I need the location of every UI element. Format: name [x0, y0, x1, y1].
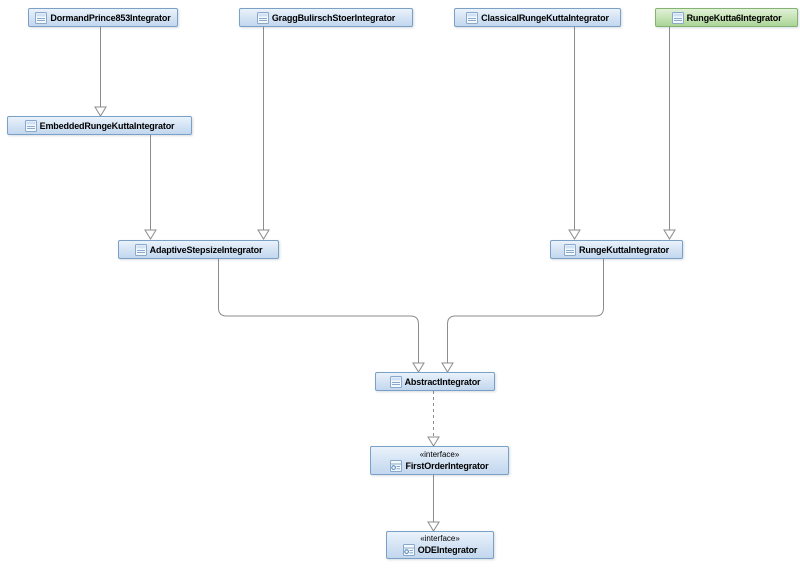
class-name-label: RungeKuttaIntegrator — [579, 244, 669, 255]
class-name-label: GraggBulirschStoerIntegrator — [271, 12, 396, 23]
class-name-label: DormandPrince853Integrator — [50, 12, 171, 23]
edge-rk-to-abstract[interactable] — [441, 259, 604, 373]
class-name-label: ClassicalRungeKuttaIntegrator — [481, 12, 609, 23]
class-name-label: AbstractIntegrator — [404, 376, 481, 387]
edge-classical-to-rk[interactable] — [568, 27, 581, 240]
generalization-arrowhead — [427, 521, 440, 532]
class-icon — [671, 11, 684, 24]
generalization-arrowhead — [568, 229, 581, 240]
class-node-abstract-integrator[interactable]: AbstractIntegrator — [375, 372, 495, 391]
generalization-arrowhead — [257, 229, 270, 240]
edge-embedded-to-adaptive[interactable] — [144, 135, 157, 240]
class-icon — [24, 119, 37, 132]
class-icon — [134, 243, 147, 256]
generalization-arrowhead — [144, 229, 157, 240]
interface-stereotype-label: «interface» — [420, 534, 460, 543]
realization-arrowhead — [427, 436, 440, 447]
class-icon — [564, 243, 576, 256]
class-icon — [466, 11, 479, 24]
class-node-gragg-bulirsch-stoer-integrator[interactable]: GraggBulirschStoerIntegrator — [239, 8, 413, 27]
edge-firstorder-to-ode[interactable] — [427, 475, 440, 532]
class-node-classical-runge-kutta-integrator[interactable]: ClassicalRungeKuttaIntegrator — [454, 8, 621, 27]
class-name-label: AdaptiveStepsizeIntegrator — [149, 244, 263, 255]
class-node-embedded-runge-kutta-integrator[interactable]: EmbeddedRungeKuttaIntegrator — [7, 116, 192, 135]
interface-icon — [402, 544, 415, 556]
class-node-dormand-prince853-integrator[interactable]: DormandPrince853Integrator — [28, 8, 178, 27]
class-icon — [256, 11, 269, 24]
generalization-arrowhead — [412, 362, 425, 373]
interface-node-first-order-integrator[interactable]: «interface» FirstOrderIntegrator — [370, 446, 509, 475]
edge-gragg-to-adaptive[interactable] — [257, 27, 270, 240]
interface-name-label: FirstOrderIntegrator — [405, 460, 489, 471]
interface-node-ode-integrator[interactable]: «interface» ODEIntegrator — [386, 531, 494, 559]
class-name-label: EmbeddedRungeKuttaIntegrator — [39, 120, 175, 131]
interface-icon — [390, 459, 403, 472]
class-name-label: RungeKutta6Integrator — [686, 12, 782, 23]
class-node-runge-kutta6-integrator[interactable]: RungeKutta6Integrator — [655, 8, 798, 27]
class-node-adaptive-stepsize-integrator[interactable]: AdaptiveStepsizeIntegrator — [118, 240, 279, 259]
interface-name-label: ODEIntegrator — [417, 545, 478, 555]
edge-rk6-to-rk[interactable] — [663, 27, 676, 240]
class-node-runge-kutta-integrator[interactable]: RungeKuttaIntegrator — [550, 240, 683, 259]
interface-stereotype-label: «interface» — [419, 449, 460, 459]
class-icon — [35, 11, 48, 24]
generalization-arrowhead — [94, 106, 107, 117]
class-icon — [389, 375, 402, 388]
generalization-arrowhead — [663, 229, 676, 240]
edge-abstract-to-firstorder[interactable] — [427, 391, 440, 447]
edge-dormand-to-embedded[interactable] — [94, 27, 107, 117]
edge-adaptive-to-abstract[interactable] — [218, 259, 425, 373]
generalization-arrowhead — [441, 362, 454, 373]
